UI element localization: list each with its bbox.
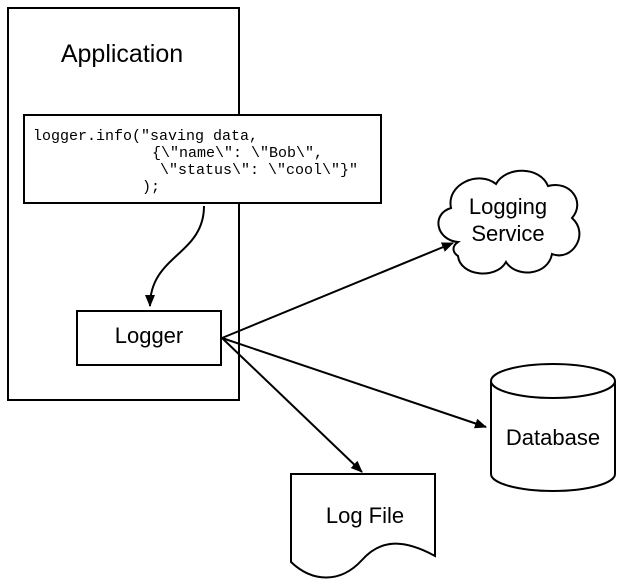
logger-label: Logger [115, 323, 184, 348]
application-title: Application [61, 40, 183, 68]
database-cylinder: Database [490, 363, 616, 492]
code-line-2: {\"name\": \"Bob\", [152, 145, 323, 162]
code-line-4: ); [142, 179, 160, 196]
logging-service-label-line1: Logging [469, 194, 547, 219]
database-label: Database [506, 425, 600, 450]
logger-to-logging-service-arrow [221, 242, 454, 339]
log-file-label: Log File [326, 503, 404, 528]
logger-to-database-arrow [221, 337, 487, 429]
code-line-3: \"status\": \"cool\"}" [160, 162, 358, 179]
logger-to-log-file-arrow [221, 337, 363, 473]
logger-box: Logger [76, 310, 222, 366]
code-line-1: logger.info("saving data, [33, 128, 258, 145]
code-to-logger-arrow [145, 205, 205, 307]
logging-service-cloud: Logging Service [437, 169, 581, 275]
log-file-document: Log File [290, 473, 436, 579]
logging-service-label-line2: Service [471, 221, 544, 246]
cloud-shape [437, 169, 581, 275]
code-snippet-box: logger.info("saving data, {\"name\": \"B… [23, 114, 382, 204]
